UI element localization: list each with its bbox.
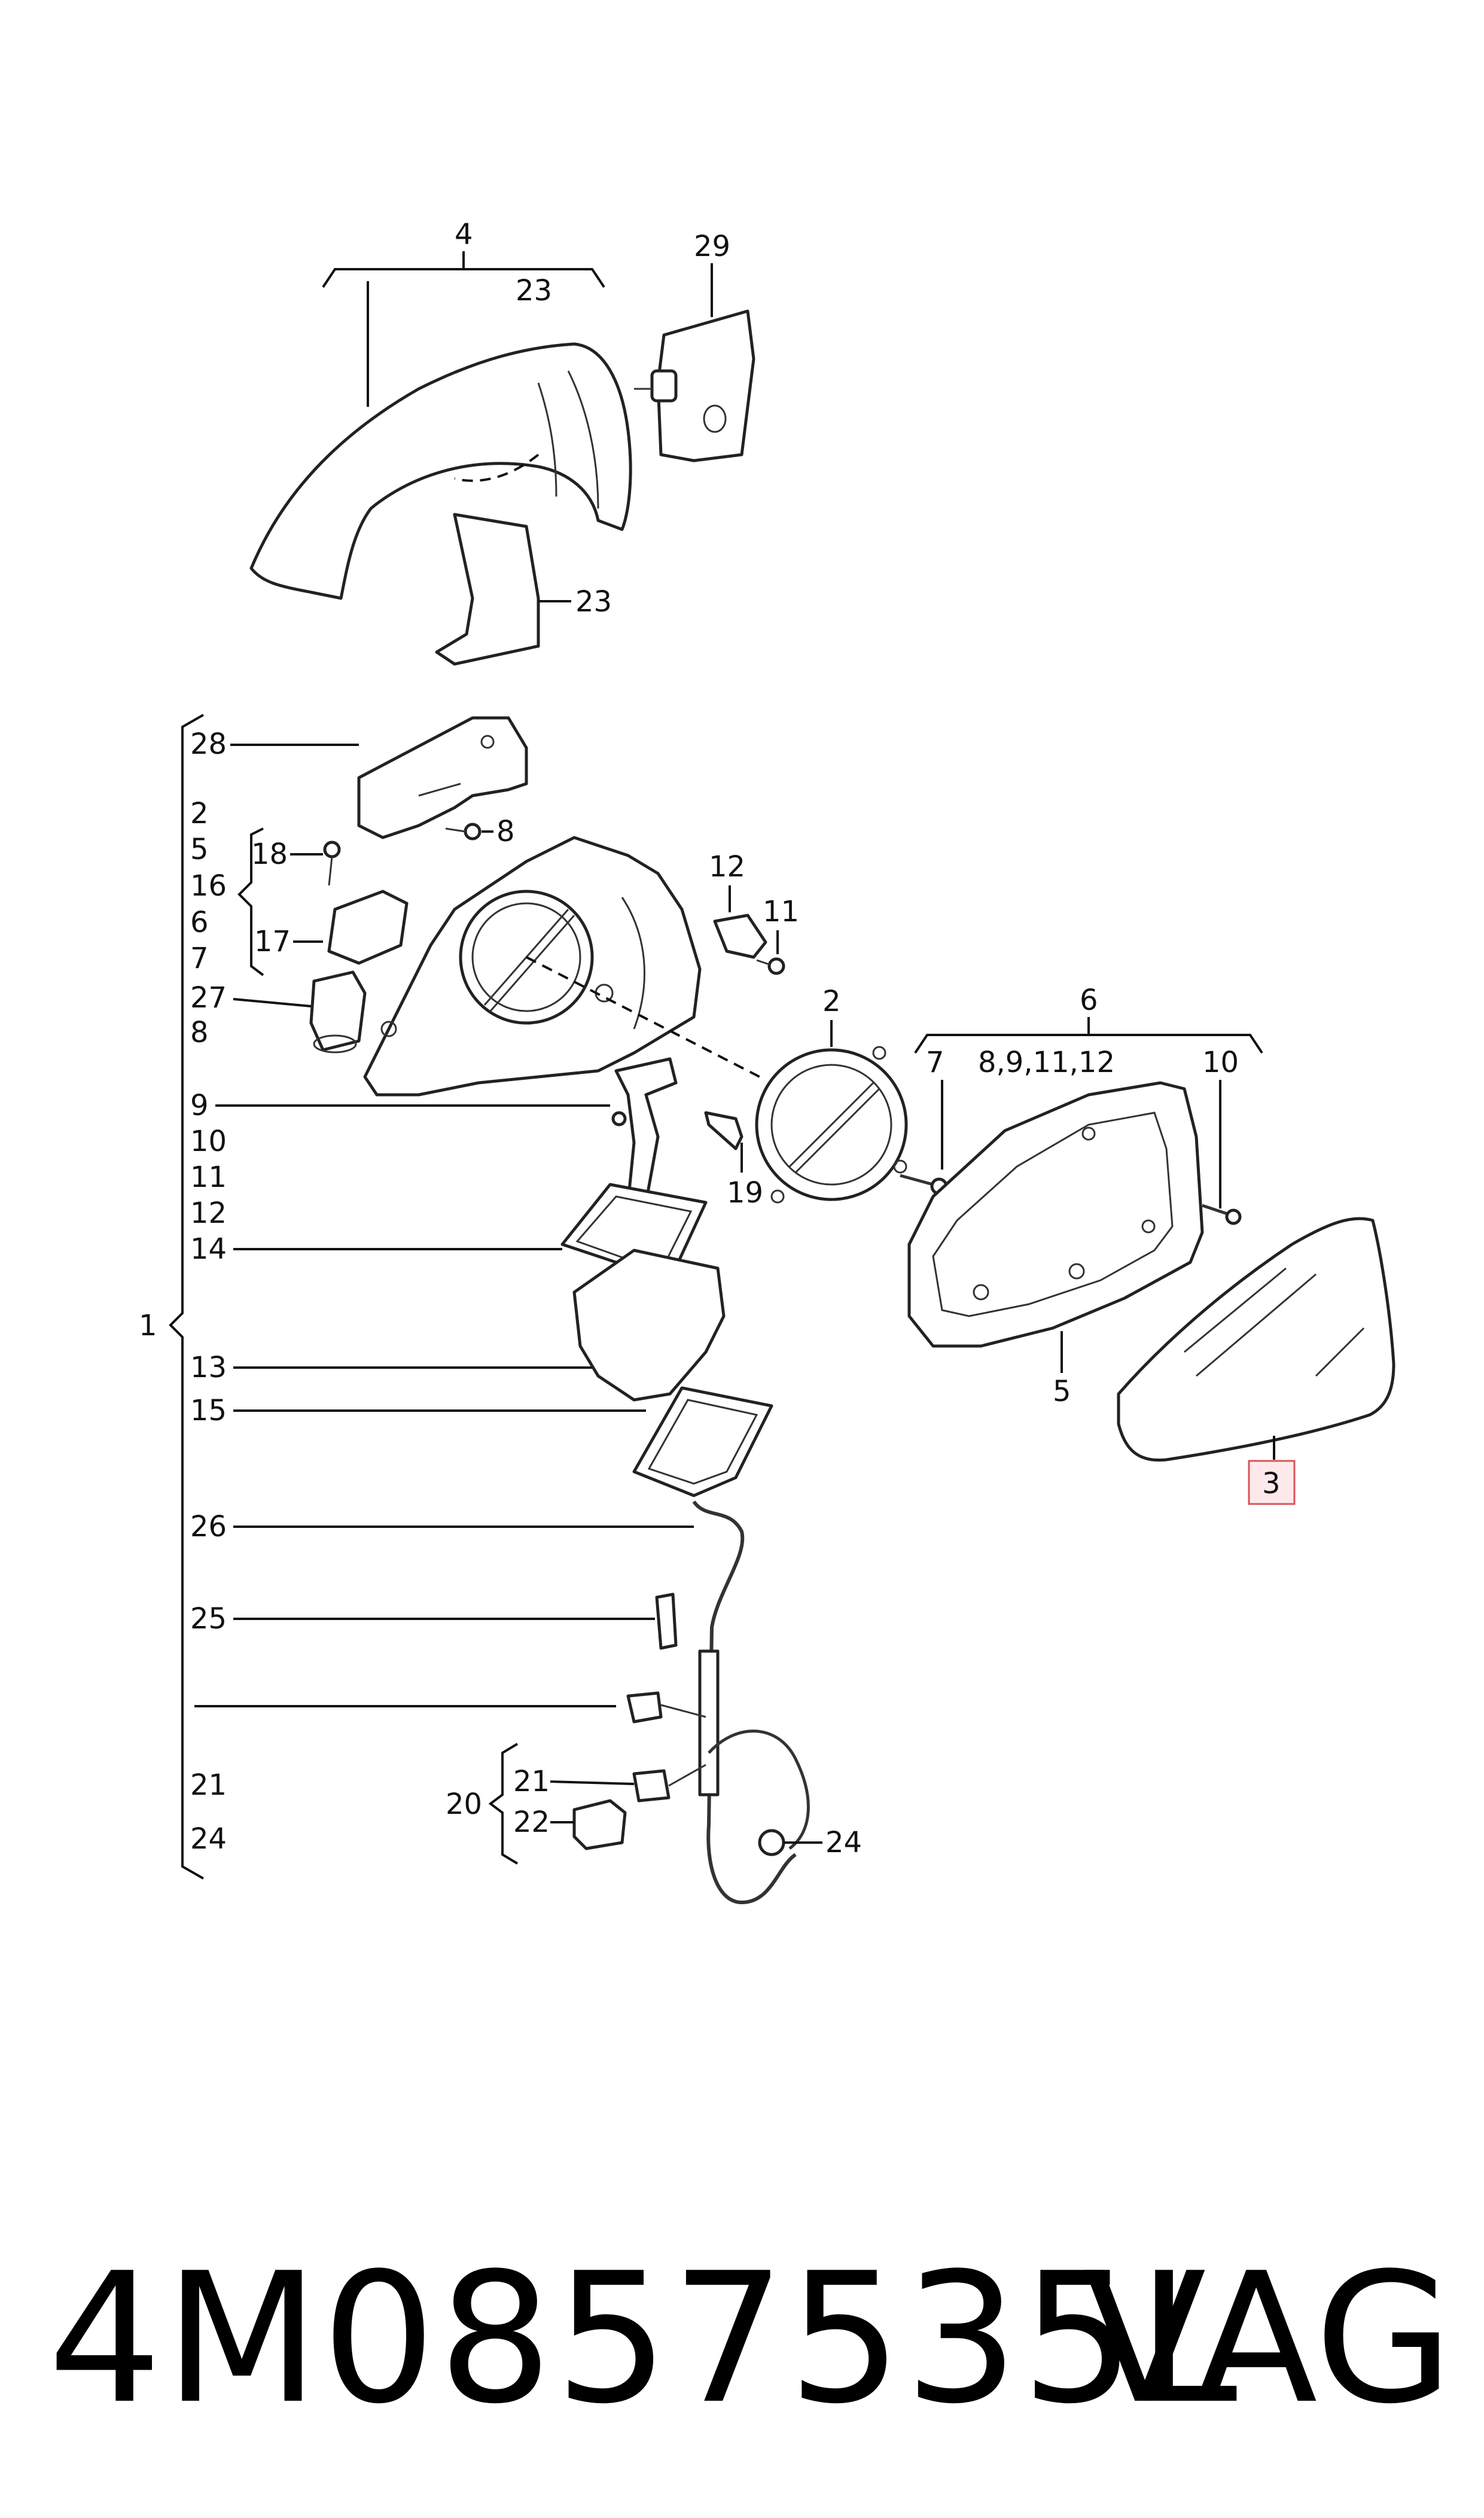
callout-5-list: 5 [190, 833, 209, 866]
callout-15: 15 [190, 1394, 227, 1427]
harness-sleeve [698, 1649, 720, 1797]
callout-16: 16 [190, 869, 227, 903]
part-number: 4M0857535L [48, 2234, 1240, 2443]
callout-21: 21 [513, 1765, 550, 1798]
callout-6-list: 6 [190, 906, 209, 939]
wiring-harness-group: 20 21 22 24 [446, 1500, 862, 1905]
callout-11-list: 11 [190, 1161, 227, 1194]
assembly-bracket-1: 1 [139, 714, 204, 1880]
callout-8-group: 8,9,11,12 [978, 1046, 1115, 1079]
callout-12: 12 [709, 850, 745, 884]
callout-27: 27 [190, 981, 227, 1015]
callout-20: 20 [446, 1788, 482, 1821]
mirror-housing-group: 6 7 8,9,11,12 10 5 [900, 984, 1263, 1408]
callout-24-list: 24 [190, 1822, 227, 1856]
callout-29: 29 [694, 230, 730, 263]
connector-25 [655, 1593, 678, 1650]
callout-21-list: 21 [190, 1768, 227, 1802]
fold-motor-27 [309, 970, 367, 1052]
callout-2-list: 2 [190, 797, 209, 830]
callout-22: 22 [513, 1805, 550, 1839]
highlight-box-3 [1248, 1460, 1296, 1505]
callout-9: 9 [190, 1089, 209, 1122]
mirror-cap-trim [435, 513, 540, 666]
callout-1: 1 [139, 1309, 157, 1342]
callout-6: 6 [1080, 984, 1098, 1017]
callout-2: 2 [822, 985, 841, 1018]
mirror-housing-5 [907, 1081, 1204, 1348]
callout-8: 8 [496, 815, 515, 848]
callout-17: 17 [254, 925, 291, 958]
mirror-base-group: 8 [309, 716, 760, 1258]
callout-13: 13 [190, 1351, 227, 1384]
callout-26: 26 [190, 1510, 227, 1543]
callout-11: 11 [763, 895, 799, 928]
bracket-16: 18 17 [237, 827, 323, 976]
callout-25: 25 [190, 1602, 227, 1636]
seal-15 [632, 1386, 773, 1497]
turn-signal-group: 29 [634, 230, 755, 462]
callout-10-list: 10 [190, 1125, 227, 1158]
callout-8-list: 8 [190, 1016, 209, 1049]
sensor-12 [713, 914, 767, 959]
callout-7: 7 [926, 1046, 944, 1079]
connector-21-top [626, 1691, 663, 1724]
callout-19: 19 [727, 1176, 763, 1210]
callout-7-list: 7 [190, 942, 209, 975]
mirror-glass-3 [1117, 1217, 1395, 1462]
callout-28: 28 [190, 727, 227, 761]
mirror-glass-group: 3 [1117, 1217, 1395, 1505]
brand-label: VAG [1083, 2234, 1453, 2443]
mirror-cap-group: 4 23 23 [249, 218, 632, 666]
footer: 4M0857535L VAG [24, 2225, 1459, 2453]
adjust-unit-group: 2 19 [704, 985, 908, 1210]
callout-23-side: 23 [575, 585, 612, 619]
connector-21 [632, 1769, 671, 1803]
callout-14: 14 [190, 1232, 227, 1266]
mirror-cap [249, 342, 632, 600]
grommet-24 [758, 1829, 785, 1856]
callout-10: 10 [1202, 1046, 1239, 1079]
callout-18: 18 [251, 838, 288, 871]
connector-22 [572, 1799, 627, 1850]
sensor-group: 12 11 [709, 850, 799, 975]
callout-5: 5 [1053, 1375, 1071, 1408]
callout-24: 24 [825, 1826, 862, 1859]
callout-4: 4 [455, 218, 473, 251]
boot-13 [572, 1249, 726, 1402]
adjust-motor-17 [327, 890, 409, 965]
callout-12-list: 12 [190, 1196, 227, 1230]
boot-seal-group [560, 1183, 773, 1497]
callout-3: 3 [1262, 1467, 1281, 1500]
callout-23-top: 23 [516, 274, 552, 307]
left-column-labels: 28 2 5 16 6 7 27 8 9 10 11 12 14 13 15 2… [190, 727, 694, 1856]
